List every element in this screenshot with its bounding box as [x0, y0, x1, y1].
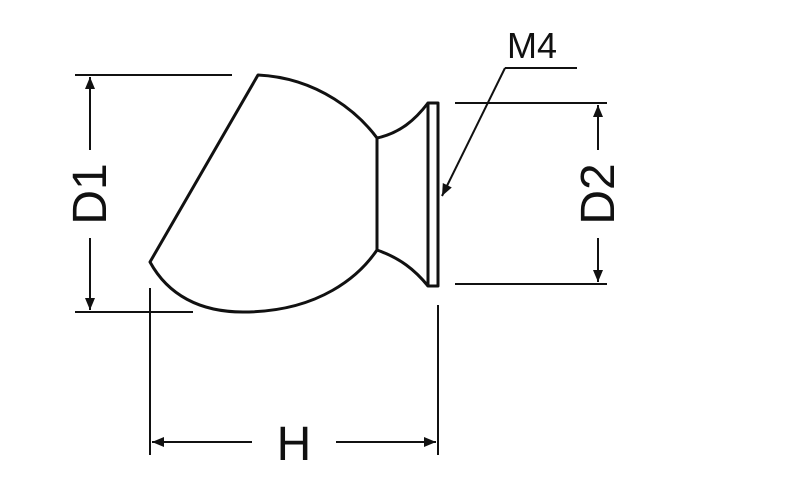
- m4-leader-arrow: [441, 67, 506, 197]
- d2-label: D2: [572, 163, 625, 224]
- knob-neck-top: [376, 102, 430, 140]
- m4-label: M4: [507, 25, 557, 66]
- h-label: H: [277, 418, 312, 471]
- d1-label: D1: [64, 163, 117, 224]
- knob-neck-bottom: [376, 248, 430, 287]
- knob-ball-outline: [148, 73, 379, 314]
- knob-base-plate: [426, 101, 440, 288]
